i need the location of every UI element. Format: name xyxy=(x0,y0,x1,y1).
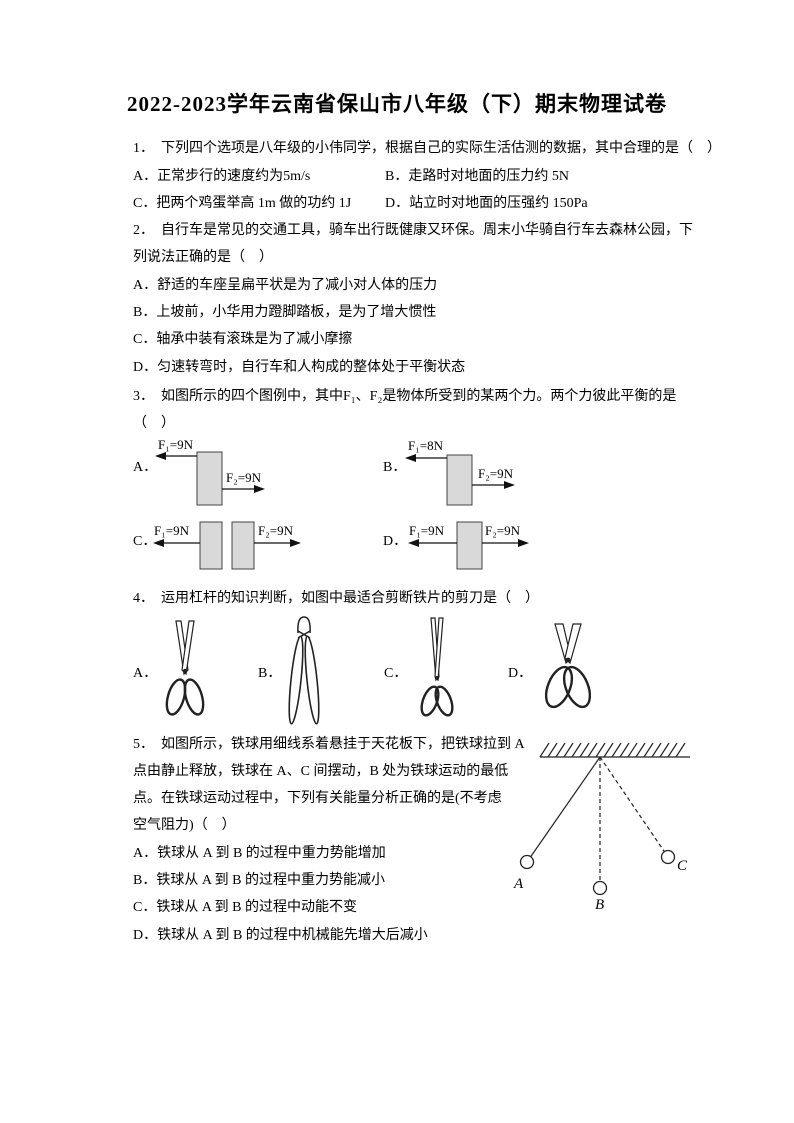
q3-label-b: B． xyxy=(383,460,407,475)
force-block-left xyxy=(199,521,223,570)
force-f2-label: F₂=9N xyxy=(485,523,521,538)
force-f1-label: F₁=9N xyxy=(154,523,190,538)
q5-option-a: A．铁球从 A 到 B 的过程中重力势能增加 xyxy=(133,846,386,861)
q2-stem-line2: 列说法正确的是（ ） xyxy=(133,250,273,265)
q2-option-a: A．舒适的车座呈扁平状是为了减小对人体的压力 xyxy=(133,278,438,293)
force-f2-label: F₂=9N xyxy=(478,466,514,481)
string-to-c-dashed xyxy=(599,756,669,858)
q5-stem-line3: 点。在铁球运动过程中，下列有关能量分析正确的是(不考虑 xyxy=(133,791,502,806)
q5-stem-line4: 空气阻力)（ ） xyxy=(133,818,236,833)
scissors-handle xyxy=(165,678,187,716)
q2-option-c: C．轴承中装有滚珠是为了减小摩擦 xyxy=(133,332,353,347)
q4-stem: 4． 运用杠杆的知识判断，如图中最适合剪断铁片的剪刀是（ ） xyxy=(133,591,539,606)
scissors-c-figure xyxy=(420,617,454,717)
q3-diagram-a: F₁=9N F₂=9N xyxy=(155,437,265,506)
q4-label-d: D． xyxy=(508,666,533,681)
force-arrowhead-right xyxy=(254,485,265,493)
q3-diagram-c: F₁=9N F₂=9N xyxy=(153,521,301,570)
scissors-d-figure xyxy=(544,623,592,709)
force-arrowhead-left xyxy=(153,539,164,547)
ceiling-hatch xyxy=(539,742,686,758)
q3-label-d: D． xyxy=(383,534,408,549)
scissors-blade xyxy=(434,617,444,682)
exam-title: 2022-2023学年云南省保山市八年级（下）期末物理试卷 xyxy=(127,92,667,116)
shears-handle-loop xyxy=(544,665,574,709)
q1-stem: 1． 下列四个选项是八年级的小伟同学，根据自己的实际生活估测的数据，其中合理的是… xyxy=(133,141,721,156)
q5-stem-line2: 点由静止释放，铁球在 A、C 间摆动，B 处为铁球运动的最低 xyxy=(133,764,509,779)
q3-diagram-b: F₁=8N F₂=9N xyxy=(405,438,515,506)
cutter-handle xyxy=(288,635,304,725)
q5-option-b: B．铁球从 A 到 B 的过程中重力势能减小 xyxy=(133,873,386,888)
pendulum-label-c: C xyxy=(677,858,688,874)
q3-stem-line1: 3． 如图所示的四个图例中，其中F₁、F₂是物体所受到的某两个力。两个力彼此平衡… xyxy=(133,389,677,404)
force-arrowhead-left xyxy=(405,454,416,462)
q3-diagram-d: F₁=9N F₂=9N xyxy=(408,521,529,570)
q1-option-d: D．站立时对地面的压强约 150Pa xyxy=(385,196,588,211)
cutter-handle xyxy=(304,635,320,725)
scissors-handle xyxy=(420,685,440,717)
ball-c xyxy=(660,849,676,865)
string-to-a xyxy=(526,756,601,863)
q5-option-d: D．铁球从 A 到 B 的过程中机械能先增大后减小 xyxy=(133,928,428,943)
q3-label-a: A． xyxy=(133,460,158,475)
force-arrowhead-right xyxy=(504,481,515,489)
ball-b xyxy=(592,880,608,896)
q1-option-a: A．正常步行的速度约为5m/s xyxy=(133,169,311,184)
ball-a xyxy=(519,854,535,870)
pendulum-label-a: A xyxy=(513,876,524,892)
q4-label-a: A． xyxy=(133,666,158,681)
q1-option-b: B．走路时对地面的压力约 5N xyxy=(385,169,569,184)
force-f1-label: F₁=9N xyxy=(409,523,445,538)
scissors-handle xyxy=(183,678,205,716)
scissors-handle xyxy=(434,685,454,717)
force-block xyxy=(196,451,223,506)
force-f2-label: F₂=9N xyxy=(226,470,262,485)
force-f1-label: F₁=9N xyxy=(158,437,194,452)
scissors-b-figure xyxy=(288,616,320,725)
q4-label-b: B． xyxy=(258,666,282,681)
q5-option-c: C．铁球从 A 到 B 的过程中动能不变 xyxy=(133,900,358,915)
q1-option-c: C．把两个鸡蛋举高 1m 做的功约 1J xyxy=(133,196,352,211)
force-arrowhead-right xyxy=(290,539,301,547)
force-block xyxy=(456,521,483,570)
force-arrowhead-left xyxy=(408,539,419,547)
shears-handle-loop xyxy=(562,665,592,709)
force-arrowhead-left xyxy=(155,452,166,460)
scissors-pivot xyxy=(435,676,439,680)
q3-stem-line2: （ ） xyxy=(133,416,175,431)
q2-option-b: B．上坡前，小华用力蹬脚踏板，是为了增大惯性 xyxy=(133,305,437,320)
shears-pivot xyxy=(565,657,571,663)
q3-label-c: C． xyxy=(133,534,157,549)
q4-label-c: C． xyxy=(384,666,408,681)
force-f2-label: F₂=9N xyxy=(258,523,294,538)
force-f1-label: F₁=8N xyxy=(408,438,444,453)
force-block xyxy=(446,454,473,506)
scissors-blade xyxy=(181,620,195,676)
pendulum-figure: A B C xyxy=(513,742,690,913)
q2-option-d: D．匀速转弯时，自行车和人构成的整体处于平衡状态 xyxy=(133,360,466,375)
force-arrowhead-right xyxy=(518,539,529,547)
force-block-right xyxy=(231,521,255,570)
q5-stem-line1: 5． 如图所示，铁球用细线系着悬挂于天花板下，把铁球拉到 A xyxy=(133,737,525,752)
scissors-pivot xyxy=(182,668,188,674)
cutter-jaws xyxy=(297,616,311,634)
shears-blade xyxy=(564,623,582,665)
scissors-a-figure xyxy=(165,620,205,716)
pendulum-label-b: B xyxy=(595,897,604,913)
q2-stem-line1: 2． 自行车是常见的交通工具，骑车出行既健康又环保。周末小华骑自行车去森林公园，… xyxy=(133,223,693,238)
